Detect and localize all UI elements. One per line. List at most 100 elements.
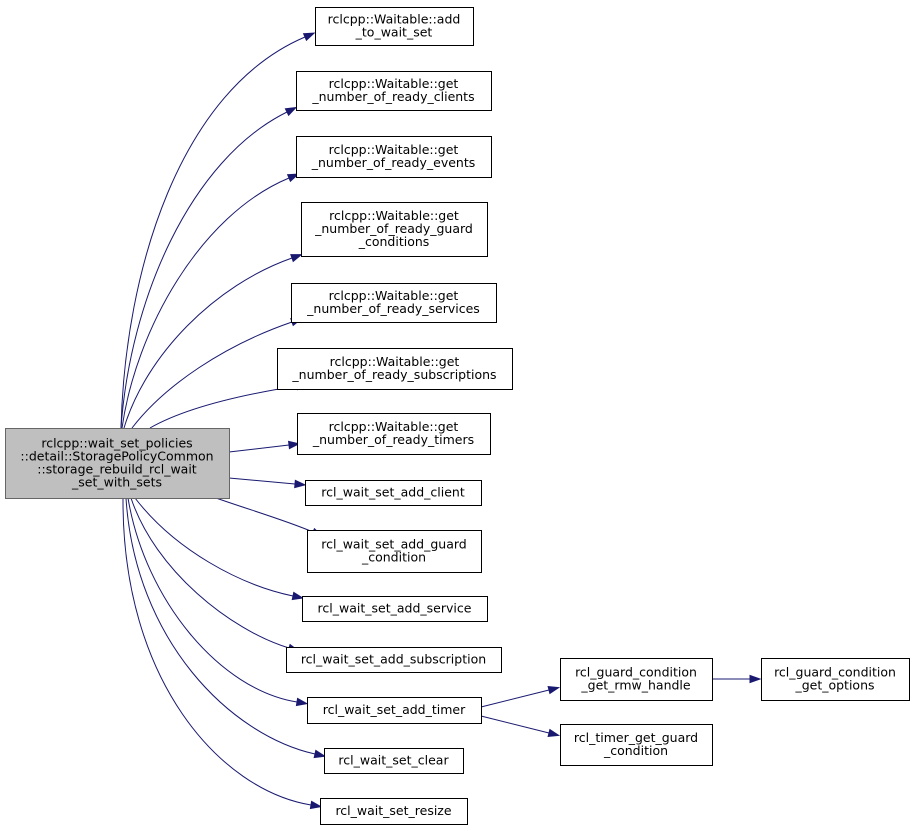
edge-root-to-add_client (228, 477, 307, 489)
node-label-line: _condition (361, 550, 426, 565)
node-label-line: _number_of_ready_subscriptions (291, 367, 496, 382)
node-box (305, 480, 482, 506)
node-label-line: rclcpp::Waitable::add (328, 12, 461, 27)
node-ready-guard[interactable]: rclcpp::Waitable::get_number_of_ready_gu… (301, 202, 488, 257)
node-label-line: rcl_wait_set_add_guard (321, 537, 466, 552)
node-label-line: _get_options (794, 678, 874, 693)
node-box (296, 136, 492, 178)
node-ready-timers[interactable]: rclcpp::Waitable::get_number_of_ready_ti… (297, 413, 491, 455)
node-box (307, 530, 482, 573)
edge-root-to-add_subscription (130, 497, 300, 652)
edge-root-to-add_to_wait_set (120, 32, 316, 429)
node-label-line: _number_of_ready_clients (311, 89, 474, 104)
edge-line (120, 36, 306, 429)
edge-root-to-add_service (134, 497, 305, 601)
edge-add_timer-to-gc_rmw_handle (480, 685, 561, 708)
edge-line (149, 385, 298, 429)
edge-root-to-clear (125, 497, 327, 759)
node-ready-events[interactable]: rclcpp::Waitable::get_number_of_ready_ev… (296, 136, 492, 178)
node-gc-options[interactable]: rcl_guard_condition_get_options (761, 658, 910, 701)
edge-line (130, 497, 290, 649)
node-box (5, 428, 230, 499)
node-label-line: rcl_guard_condition (575, 665, 697, 680)
arrow-head-icon (288, 440, 301, 450)
node-add-to-wait-set[interactable]: rclcpp::Waitable::add_to_wait_set (315, 7, 474, 46)
node-box (296, 71, 492, 111)
arrow-head-icon (291, 591, 305, 601)
arrow-head-icon (286, 173, 300, 183)
node-add-timer[interactable]: rcl_wait_set_add_timer (307, 697, 482, 724)
arrow-head-icon (313, 749, 327, 759)
node-box (307, 697, 482, 724)
node-label-line: _conditions (358, 234, 430, 249)
edge-line (122, 497, 312, 806)
node-add-service[interactable]: rcl_wait_set_add_service (302, 596, 488, 622)
arrow-head-icon (309, 800, 323, 810)
node-box (302, 596, 488, 622)
node-gc-rmw-handle[interactable]: rcl_guard_condition_get_rmw_handle (560, 658, 713, 701)
edge-root-to-add_timer (127, 497, 309, 707)
node-box (761, 658, 910, 701)
node-label-line: _number_of_ready_events (311, 155, 476, 170)
edge-root-to-ready_services (131, 318, 303, 429)
node-add-guard[interactable]: rcl_wait_set_add_guard_condition (307, 530, 482, 573)
node-label-line: _number_of_ready_timers (312, 432, 474, 447)
node-ready-clients[interactable]: rclcpp::Waitable::get_number_of_ready_cl… (296, 71, 492, 111)
edge-line (123, 257, 293, 429)
node-label-line: _get_rmw_handle (580, 678, 691, 693)
node-resize[interactable]: rcl_wait_set_resize (320, 798, 468, 825)
node-label-line: _to_wait_set (355, 25, 433, 40)
node-label-line: rcl_wait_set_add_client (321, 485, 465, 500)
edge-line (228, 477, 296, 485)
node-label-line: _set_with_sets (71, 475, 162, 490)
edge-root-to-ready_timers (228, 440, 301, 453)
edge-line (215, 497, 314, 533)
node-label-line: rcl_wait_set_add_subscription (301, 652, 486, 667)
node-box (277, 348, 513, 390)
node-box (560, 658, 713, 701)
node-root[interactable]: rclcpp::wait_set_policies::detail::Stora… (5, 428, 230, 499)
node-box (320, 798, 468, 825)
node-box (315, 7, 474, 46)
edge-root-to-ready_events (121, 173, 300, 429)
node-label-line: _number_of_ready_guard (314, 221, 473, 236)
node-label-line: rclcpp::Waitable::get (329, 288, 459, 303)
arrow-head-icon (547, 685, 561, 695)
node-box (560, 724, 713, 766)
node-add-subscription[interactable]: rcl_wait_set_add_subscription (286, 647, 502, 673)
node-label-line: ::detail::StoragePolicyCommon (20, 449, 213, 464)
node-ready-services[interactable]: rclcpp::Waitable::get_number_of_ready_se… (291, 283, 497, 323)
edge-add_timer-to-timer_guard (480, 715, 561, 738)
node-label-line: _condition (603, 743, 668, 758)
node-label-line: rcl_wait_set_resize (335, 803, 451, 818)
node-label-line: ::storage_rebuild_rcl_wait (37, 462, 197, 477)
edge-line (131, 321, 293, 429)
arrow-head-icon (294, 479, 307, 489)
arrow-head-icon (290, 254, 303, 263)
node-label-line: rclcpp::wait_set_policies (41, 436, 192, 451)
node-label-line: rcl_guard_condition (774, 665, 896, 680)
node-box (324, 748, 464, 774)
node-ready-subscriptions[interactable]: rclcpp::Waitable::get_number_of_ready_su… (277, 348, 513, 390)
node-timer-guard[interactable]: rcl_timer_get_guard_condition (560, 724, 713, 766)
edge-line (134, 497, 294, 597)
node-box (291, 283, 497, 323)
node-label-line: rclcpp::Waitable::get (329, 142, 459, 157)
edge-line (480, 715, 550, 734)
node-box (286, 647, 502, 673)
node-label-line: _number_of_ready_services (306, 301, 480, 316)
edge-line (125, 497, 316, 755)
arrow-head-icon (749, 674, 762, 684)
node-label-line: rcl_timer_get_guard (574, 730, 698, 745)
node-add-client[interactable]: rcl_wait_set_add_client (305, 480, 482, 506)
edge-root-to-ready_clients (120, 106, 298, 429)
edge-line (121, 177, 290, 429)
edge-line (228, 444, 290, 453)
arrow-head-icon (302, 32, 316, 42)
edge-line (120, 111, 288, 429)
node-box (301, 202, 488, 257)
edge-root-to-ready_guard (123, 254, 303, 429)
node-clear[interactable]: rcl_wait_set_clear (324, 748, 464, 774)
arrow-head-icon (284, 106, 298, 117)
edge-root-to-resize (122, 497, 323, 810)
